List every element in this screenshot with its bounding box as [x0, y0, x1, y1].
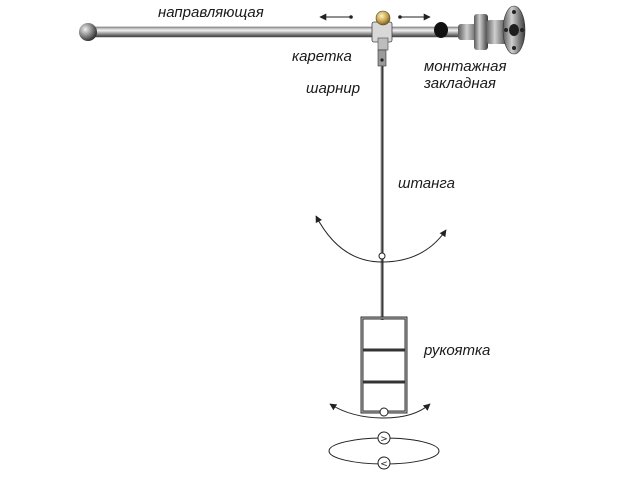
rotation-marker-top — [377, 431, 391, 445]
mounting-embed — [458, 5, 526, 55]
rail-end-cap — [79, 23, 97, 41]
label-mounting-embed: монтажная закладная — [424, 58, 506, 93]
label-hinge: шарнир — [306, 80, 361, 97]
label-mounting-embed-line1: монтажная — [424, 58, 507, 75]
hinge — [377, 49, 387, 67]
carriage — [371, 10, 393, 51]
rotation-arrow-right-icon: > — [380, 435, 388, 445]
guide-rail — [79, 23, 481, 41]
handle-swing-arrow — [329, 403, 431, 419]
label-carriage: каретка — [292, 48, 352, 65]
rod — [378, 66, 386, 320]
handle-pivot — [379, 407, 389, 417]
label-rod: штанга — [398, 175, 455, 192]
handle-frame-highlight — [361, 317, 407, 413]
rotation-marker-bottom — [377, 456, 391, 470]
label-handle: рукоятка — [424, 342, 491, 359]
rotation-ellipse: > < — [328, 431, 440, 470]
handle-frame — [360, 316, 408, 414]
end-stop — [434, 22, 448, 38]
label-mounting-embed-line2: закладная — [424, 75, 496, 93]
rotation-arrow-left-icon: < — [380, 460, 388, 470]
rod-joint — [378, 252, 386, 260]
rod-swing-arrow — [315, 215, 447, 263]
label-guide: направляющая — [158, 4, 264, 21]
carriage-travel-arrows — [319, 13, 431, 21]
